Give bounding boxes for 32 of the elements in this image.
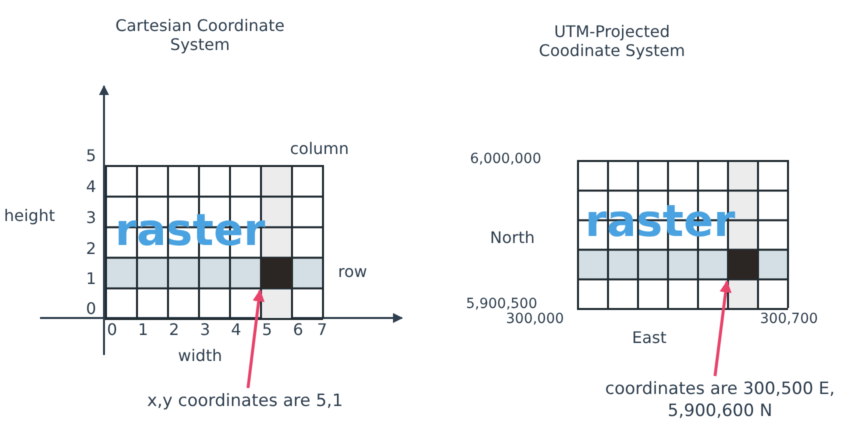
axis-label: height [4,206,55,226]
panel-title: Cartesian Coordinate System [114,16,286,54]
caption-text: x,y coordinates are 5,1 [100,390,390,412]
tick-label: 3 [86,208,96,228]
pointer-arrow [246,289,265,388]
tick-label: 3 [200,320,210,340]
tick-label: 4 [231,320,242,340]
tick-label: 1 [86,269,96,288]
axis-label: North [490,228,535,248]
tick-label: 0 [86,299,96,318]
tick-label: 0 [107,320,118,340]
tick-label: 2 [86,239,96,258]
axis-label: East [632,328,667,348]
axis-label: column [290,139,349,158]
tick-label: 5 [262,320,272,340]
tick-label: 7 [317,320,328,340]
tick-label: 300,700 [760,311,818,328]
tick-label: 1 [138,320,148,340]
caption-text: coordinates are 300,500 E, 5,900,600 N [570,378,856,422]
pointer-arrow [714,280,732,376]
highlighted-cell [261,258,292,288]
tick-label: 6,000,000 [470,151,542,168]
axis-label: row [338,262,368,282]
highlighted-cell [728,250,758,280]
tick-label: 6 [293,320,304,340]
tick-label: 2 [169,320,180,340]
tick-label: 300,000 [506,311,564,328]
panel-title: UTM-Projected Coodinate System [538,22,686,60]
tick-label: 4 [86,177,96,196]
tick-label: 5 [86,146,96,166]
axis-label: width [178,346,222,366]
tick-label: 5,900,500 [466,296,538,312]
